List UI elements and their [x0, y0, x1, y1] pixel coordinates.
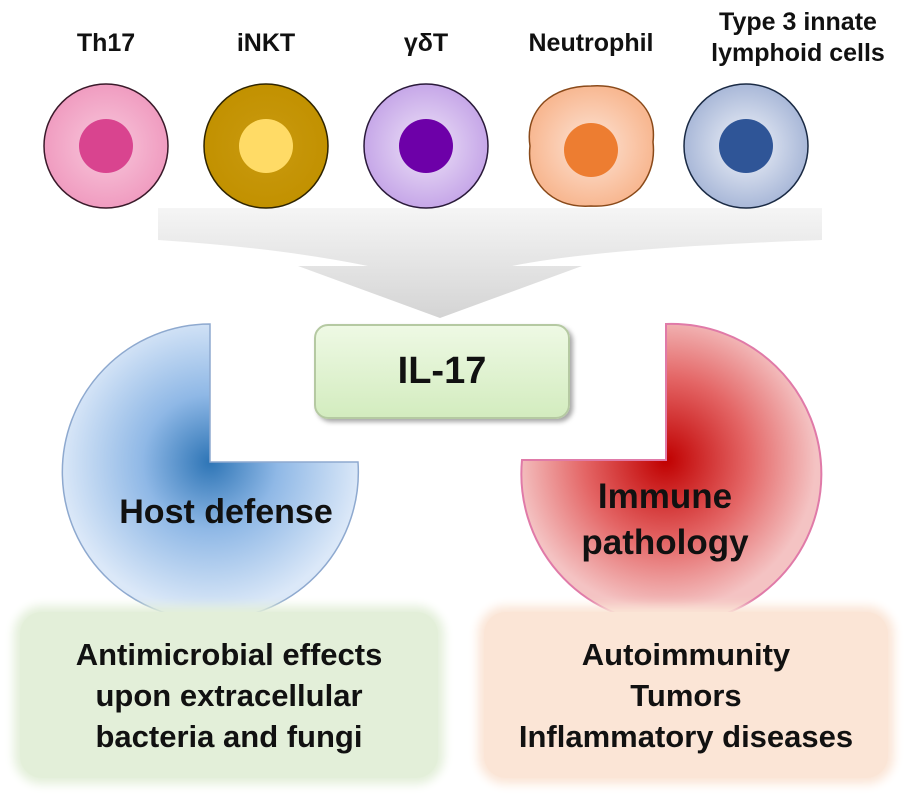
- cell-label-gamma-delta-t: γδT: [403, 29, 449, 57]
- cell-label-inkt: iNKT: [236, 29, 296, 57]
- cell-inkt: [203, 83, 329, 209]
- cell-nucleus: [79, 119, 133, 173]
- immune-pathology-effects-box: Autoimmunity Tumors Inflammatory disease…: [484, 612, 888, 778]
- convergence-arrow: [158, 208, 822, 318]
- immune-pathology-shape: [520, 322, 823, 625]
- cell-neutrophil: [528, 85, 655, 207]
- immune-pathology-label: Immune pathology: [581, 477, 749, 562]
- host-defense-shape: [61, 323, 360, 621]
- cell-th17: [43, 83, 169, 209]
- cell-nucleus: [564, 123, 618, 177]
- cell-nucleus: [719, 119, 773, 173]
- host-defense-effects-text: Antimicrobial effects upon extracellular…: [75, 636, 383, 754]
- il17-box: IL-17: [314, 324, 570, 419]
- cell-label-neutrophil: Neutrophil: [528, 29, 654, 57]
- cell-nucleus: [239, 119, 293, 173]
- cell-label-ilc3: Type 3 innate lymphoid cells: [711, 8, 885, 67]
- host-defense-label: Host defense: [119, 493, 333, 531]
- host-defense-effects-box: Antimicrobial effects upon extracellular…: [20, 612, 438, 778]
- cell-nucleus: [399, 119, 453, 173]
- cell-ilc3: [683, 83, 809, 209]
- il17-label: IL-17: [397, 350, 487, 392]
- cell-gamma-delta-t: [363, 83, 489, 209]
- immune-pathology-effects-text: Autoimmunity Tumors Inflammatory disease…: [518, 636, 854, 754]
- cell-label-th17: Th17: [76, 29, 136, 57]
